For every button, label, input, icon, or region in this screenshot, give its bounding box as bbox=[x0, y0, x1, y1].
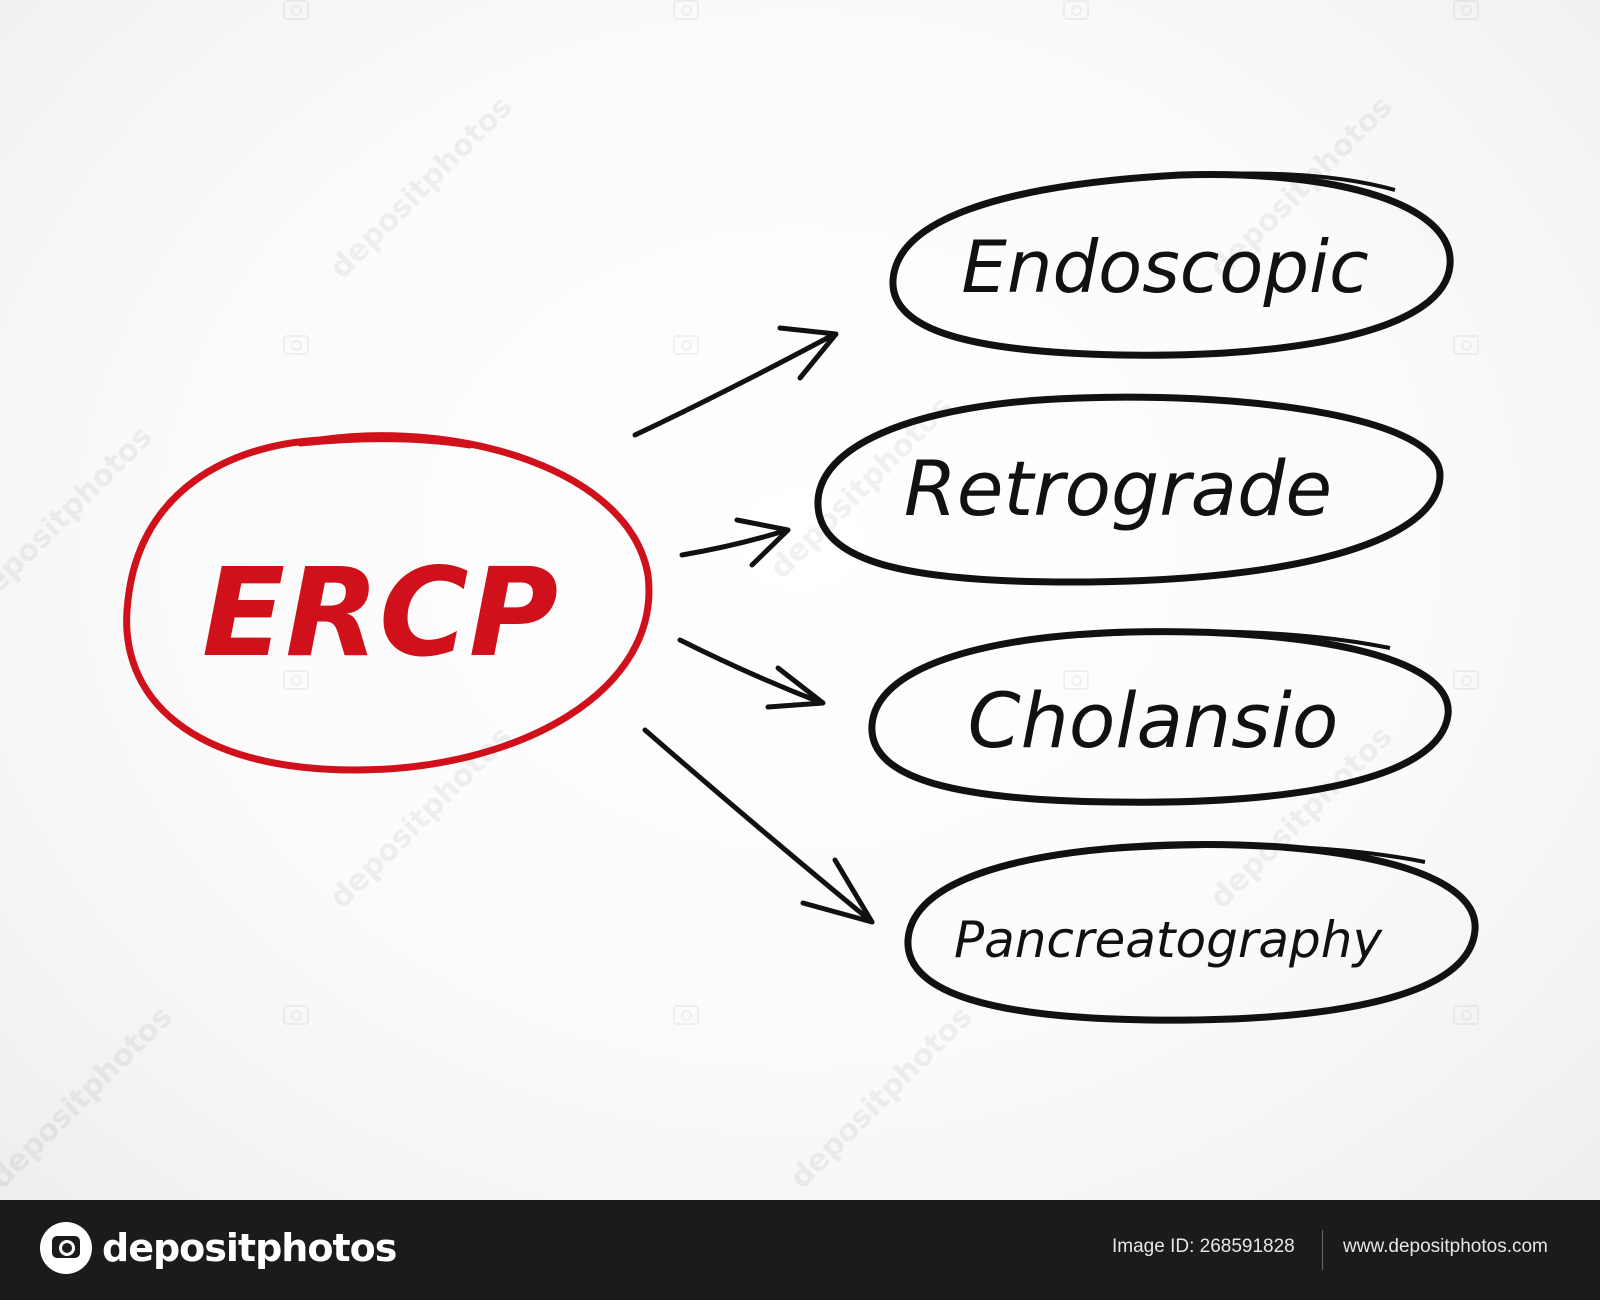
image-id: Image ID: 268591828 bbox=[1112, 1236, 1295, 1257]
center-node: ERCP bbox=[123, 432, 653, 774]
item-ellipse bbox=[904, 841, 1479, 1024]
watermark-camera-icon bbox=[283, 335, 309, 355]
site-link[interactable]: www.depositphotos.com bbox=[1343, 1236, 1548, 1257]
watermark-camera-icon bbox=[1453, 0, 1479, 20]
stock-footer: depositphotos Image ID: 268591828 www.de… bbox=[0, 1200, 1600, 1300]
item-endoscopic: Endoscopic bbox=[889, 171, 1454, 359]
brand-name: depositphotos bbox=[102, 1226, 397, 1270]
watermark-camera-icon bbox=[673, 1005, 699, 1025]
arrows bbox=[632, 325, 875, 925]
brand-logo[interactable]: depositphotos bbox=[40, 1222, 397, 1274]
item-ellipse bbox=[889, 171, 1454, 359]
item-label: Cholansio bbox=[968, 676, 1339, 765]
item-retrograde: Retrograde bbox=[814, 393, 1444, 586]
item-cholansio: Cholansio bbox=[868, 628, 1452, 806]
arrow-endoscopic bbox=[632, 325, 839, 438]
item-ellipse bbox=[868, 628, 1452, 806]
watermark-camera-icon bbox=[673, 335, 699, 355]
watermark-camera-icon bbox=[1453, 1005, 1479, 1025]
acronym-diagram: ERCP Endoscopic bbox=[123, 171, 1479, 1024]
item-label: Pancreatography bbox=[954, 911, 1383, 969]
diagram-canvas: depositphotos depositphotos depositphoto… bbox=[0, 0, 1600, 1200]
item-label: Retrograde bbox=[904, 444, 1332, 533]
watermark-camera-icon bbox=[283, 0, 309, 20]
watermark-camera-icon bbox=[283, 670, 309, 690]
watermark-camera-icon bbox=[1063, 670, 1089, 690]
watermark-camera-icon bbox=[1063, 0, 1089, 20]
arrow-pancreatography bbox=[642, 727, 875, 925]
watermark-camera-icon bbox=[1453, 335, 1479, 355]
arrow-cholansio bbox=[677, 637, 826, 710]
center-ellipse-overlap bbox=[297, 437, 473, 449]
center-label: ERCP bbox=[202, 542, 558, 684]
center-ellipse bbox=[123, 432, 653, 774]
footer-divider bbox=[1322, 1230, 1323, 1270]
item-ellipse bbox=[814, 393, 1444, 586]
arrow-retrograde bbox=[679, 517, 791, 568]
watermark-camera-icon bbox=[1453, 670, 1479, 690]
item-label: Endoscopic bbox=[961, 225, 1368, 309]
watermark-camera-icon bbox=[283, 1005, 309, 1025]
camera-icon bbox=[40, 1222, 92, 1274]
watermark-camera-icon bbox=[673, 0, 699, 20]
item-pancreatography: Pancreatography bbox=[904, 841, 1479, 1024]
